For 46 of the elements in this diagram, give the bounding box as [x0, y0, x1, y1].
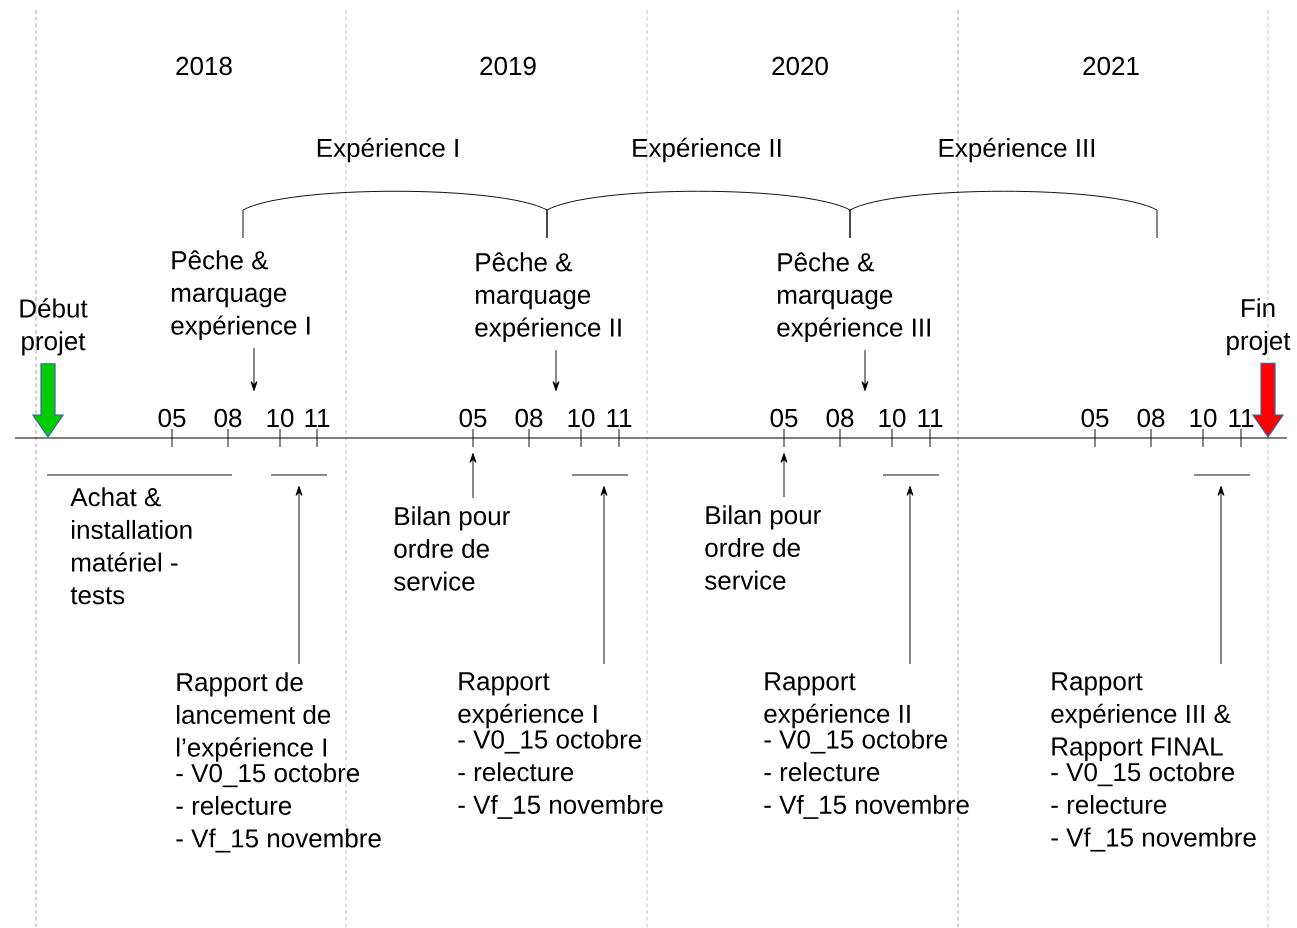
report-label: Rapport expérience I - V0_15 octobre - relecture - Vf_15 novembre: [458, 672, 663, 819]
month-label: 10: [879, 408, 906, 428]
month-label: 05: [459, 408, 487, 428]
report-label: Rapport expérience III & Rapport FINAL - V0_15 octobre - relecture - Vf_15 novembre: [1051, 672, 1256, 852]
experiment-label: Expérience II: [633, 137, 781, 163]
report-label: Rapport de lancement de l’expérience I - V0_15 octobre - relecture - Vf_15 novembre: [176, 672, 381, 853]
month-label: 05: [770, 408, 798, 428]
event-label: Pêche & marquage expérience II: [475, 252, 621, 342]
month-label: 11: [607, 409, 632, 427]
milestone-label: Fin projet: [1227, 298, 1291, 356]
year-label: 2019: [480, 56, 536, 76]
year-label: 2018: [176, 56, 232, 76]
month-label: 11: [918, 409, 943, 427]
arrow: [250, 347, 258, 391]
month-label: 08: [1137, 408, 1165, 428]
arrow: [1217, 486, 1225, 665]
month-label: 08: [515, 408, 543, 428]
month-label: 10: [568, 408, 595, 428]
experiment-label: Expérience III: [939, 137, 1095, 163]
block-arrow: [31, 363, 65, 439]
arrow: [295, 486, 303, 665]
year-label: 2020: [772, 56, 828, 76]
month-label: 08: [214, 408, 242, 428]
arrow: [861, 349, 869, 391]
milestone-label: Début projet: [20, 298, 88, 356]
block-arrow: [1251, 362, 1285, 439]
month-label: 10: [267, 408, 294, 428]
month-label: 05: [1081, 408, 1109, 428]
arrow: [600, 486, 608, 665]
arrow: [780, 453, 788, 498]
experiment-label: Expérience I: [317, 137, 458, 163]
month-label: 11: [1229, 409, 1254, 427]
arrow: [906, 486, 914, 665]
year-label: 2021: [1083, 56, 1139, 76]
event-label: Pêche & marquage expérience III: [777, 252, 930, 342]
arrow: [552, 349, 560, 391]
event-label: Pêche & marquage expérience I: [171, 250, 310, 340]
month-label: 05: [158, 408, 186, 428]
month-label: 10: [1190, 408, 1217, 428]
arrow: [469, 453, 477, 499]
month-label: 11: [305, 409, 330, 427]
month-label: 08: [826, 408, 854, 428]
report-label: Rapport expérience II - V0_15 octobre - relecture - Vf_15 novembre: [764, 672, 969, 819]
phase-label: Achat & installation matériel - tests: [70, 487, 192, 605]
event-label: Bilan pour ordre de service: [394, 506, 510, 591]
event-label: Bilan pour ordre de service: [705, 505, 821, 590]
